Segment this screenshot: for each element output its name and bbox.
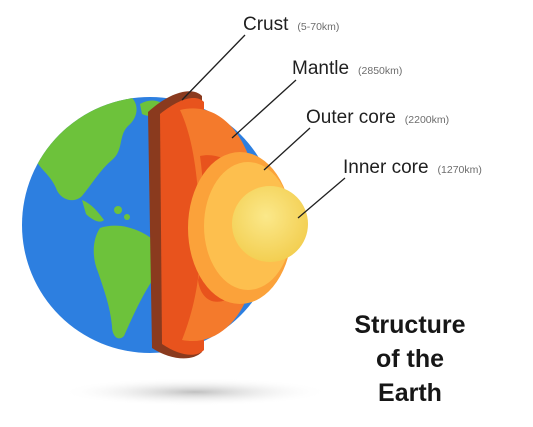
inner-core-name: Inner core [343,157,429,178]
crust-name: Crust [243,14,289,35]
diagram-title: Structure of the Earth [354,311,465,407]
crust-thickness: (5-70km) [297,21,339,33]
continent-central-america [82,200,104,222]
outer-core-label: Outer core (2200km) [306,107,449,128]
mantle-label: Mantle (2850km) [292,58,402,79]
outer-core-name: Outer core [306,107,396,128]
title-line-2: of the [376,345,444,373]
mantle-thickness: (2850km) [358,65,402,77]
earth-layers [148,91,308,359]
mantle-leader [231,79,297,139]
inner-core-layer [232,186,308,262]
island [114,206,122,214]
mantle-layer-side [160,98,204,355]
inner-core-leader [297,177,346,219]
title-line-3: Earth [378,379,442,407]
inner-core-label: Inner core (1270km) [343,157,482,178]
outer-core-thickness: (2200km) [405,114,449,126]
inner-core-thickness: (1270km) [438,164,482,176]
crust-leader [181,34,246,101]
layer-labels: Crust (5-70km) Mantle (2850km) Outer cor… [243,14,482,178]
title-line-1: Structure [354,311,465,339]
outer-core-leader [263,127,311,171]
crust-label: Crust (5-70km) [243,14,339,35]
ground-shadow [60,378,330,406]
leader-lines [181,34,346,219]
island [124,214,130,220]
mantle-name: Mantle [292,58,349,79]
continent-south-america [93,225,161,339]
